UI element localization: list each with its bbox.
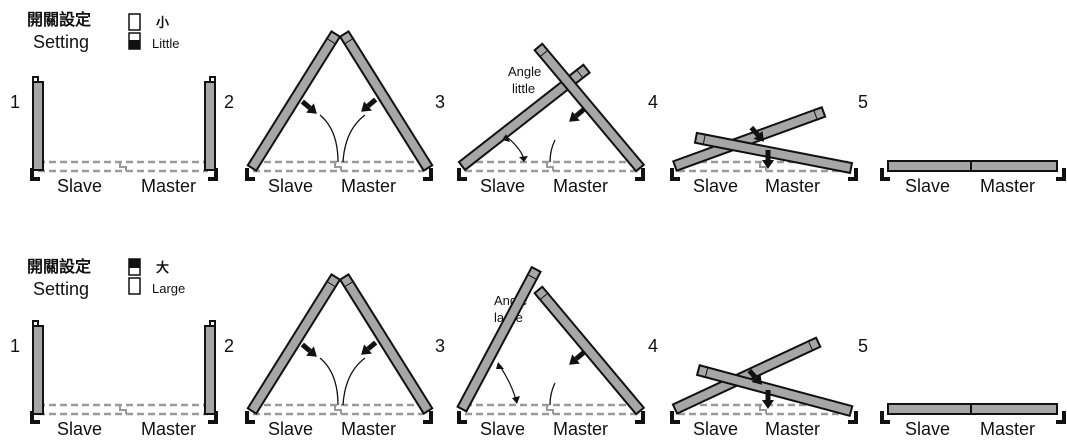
master-label: Master: [980, 176, 1035, 196]
master-label: Master: [765, 419, 820, 438]
switch-en-label: Large: [152, 281, 185, 296]
dip-switch-icon: [128, 13, 141, 50]
step-4-diagram: [670, 106, 858, 181]
step-number: 4: [648, 92, 658, 112]
step-number: 2: [224, 336, 234, 356]
angle-label: Angle: [508, 64, 541, 79]
slave-label: Slave: [480, 419, 525, 438]
setting-label: Setting: [33, 279, 89, 299]
slave-label: Slave: [57, 419, 102, 438]
setting-cjk-title: 開關設定: [27, 257, 91, 276]
slave-label: Slave: [57, 176, 102, 196]
master-label: Master: [980, 419, 1035, 438]
angle-value-label: little: [512, 81, 535, 96]
switch-cjk-label: 大: [156, 260, 169, 276]
step-number: 5: [858, 336, 868, 356]
slave-label: Slave: [905, 176, 950, 196]
master-label: Master: [553, 419, 608, 438]
section-large: 開關設定 Setting 大 Large 1 2 3 4 5: [10, 257, 1066, 439]
slave-label: Slave: [268, 419, 313, 438]
switch-en-label: Little: [152, 36, 179, 51]
step-number: 3: [435, 336, 445, 356]
step-3-diagram: Angle large: [456, 266, 645, 424]
step-3-diagram: Angle little: [457, 42, 645, 181]
master-label: Master: [141, 419, 196, 438]
step-1-diagram: [30, 76, 218, 181]
step-4-diagram: [670, 336, 858, 424]
step-number: 5: [858, 92, 868, 112]
step-number: 1: [10, 336, 20, 356]
setting-cjk-title: 開關設定: [27, 10, 91, 29]
master-label: Master: [341, 419, 396, 438]
step-number: 1: [10, 92, 20, 112]
master-label: Master: [553, 176, 608, 196]
step-5-diagram: [880, 160, 1066, 181]
master-label: Master: [765, 176, 820, 196]
step-2-diagram: [245, 273, 434, 424]
dip-switch-icon: [128, 258, 141, 295]
slave-label: Slave: [693, 176, 738, 196]
step-number: 4: [648, 336, 658, 356]
slave-label: Slave: [905, 419, 950, 438]
setting-label: Setting: [33, 32, 89, 52]
step-5-diagram: [880, 403, 1066, 424]
master-label: Master: [141, 176, 196, 196]
switch-cjk-label: 小: [156, 16, 169, 31]
section-little: 開關設定 Setting 小 Little 1 2 3 4 5: [10, 10, 1066, 196]
slave-label: Slave: [480, 176, 525, 196]
step-2-diagram: [245, 30, 434, 181]
step-number: 2: [224, 92, 234, 112]
slave-label: Slave: [268, 176, 313, 196]
master-label: Master: [341, 176, 396, 196]
step-number: 3: [435, 92, 445, 112]
slave-label: Slave: [693, 419, 738, 438]
step-1-diagram: [30, 320, 218, 424]
